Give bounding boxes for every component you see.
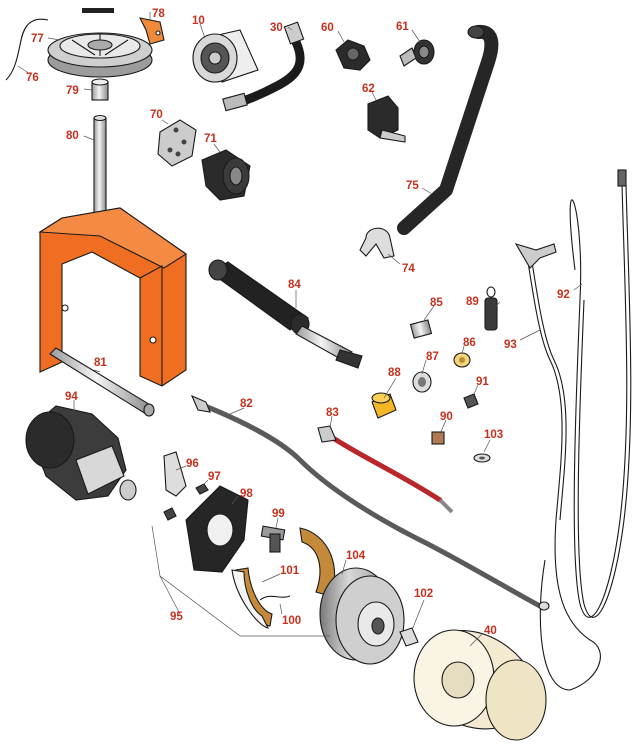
callout-83: 83 [326, 407, 339, 419]
part-100-spring [259, 595, 291, 601]
callout-80: 80 [66, 130, 79, 142]
callout-84: 84 [288, 279, 301, 291]
part-40-wheel-rim [413, 629, 547, 741]
callout-94: 94 [65, 391, 78, 403]
part-77-pulley [47, 8, 153, 78]
callout-79: 79 [66, 85, 79, 97]
callout-77: 77 [31, 33, 44, 45]
part-62-relay [367, 95, 406, 143]
part-70-plate [157, 119, 197, 167]
part-98-backing-plate [185, 485, 249, 573]
callout-100: 100 [282, 615, 301, 627]
callout-10: 10 [192, 15, 205, 27]
part-92-cable [569, 169, 632, 618]
callout-95: 95 [170, 611, 183, 623]
callout-75: 75 [406, 180, 419, 192]
part-85-bushing [409, 319, 433, 339]
assembly-95-bracket [151, 525, 330, 637]
callout-93: 93 [504, 339, 517, 351]
callout-60: 60 [321, 22, 334, 34]
part-10-filter [192, 29, 259, 83]
callout-74: 74 [402, 263, 415, 275]
part-93-cable [514, 243, 601, 691]
callout-61: 61 [396, 21, 409, 33]
callout-101: 101 [280, 565, 300, 577]
part-78-bracket [139, 17, 165, 45]
part-104-brake-drum [319, 567, 405, 665]
part-94-wheel-motor [25, 405, 137, 501]
part-86-bushing [453, 352, 471, 368]
part-88-bushing [371, 392, 397, 419]
part-83-cable [317, 425, 454, 514]
part-101-brake-shoe [231, 527, 336, 629]
part-96-bracket [163, 451, 187, 497]
part-60-cap [335, 39, 371, 71]
part-84-hydraulic-cylinder [208, 259, 363, 369]
callout-71: 71 [204, 133, 217, 145]
callout-89: 89 [466, 296, 479, 308]
part-61-key-switch [399, 39, 435, 67]
part-82-cable [190, 394, 550, 611]
part-81-rod [49, 347, 155, 417]
orange-steering-frame [38, 207, 187, 387]
callout-62: 62 [362, 83, 375, 95]
callout-96: 96 [186, 458, 199, 470]
callout-30: 30 [270, 22, 283, 34]
part-87-washer [412, 371, 432, 393]
part-79-bushing [91, 78, 109, 101]
callout-78: 78 [152, 8, 165, 20]
callout-82: 82 [240, 398, 253, 410]
callout-92: 92 [557, 289, 570, 301]
part-103-washer [473, 453, 491, 463]
part-97-screw [163, 483, 209, 521]
leader-lines [17, 12, 583, 647]
callout-88: 88 [388, 367, 401, 379]
part-74-clamp [359, 227, 395, 259]
callout-102: 102 [414, 588, 433, 600]
part-90-bushing [431, 431, 445, 445]
callout-81: 81 [94, 357, 107, 369]
part-76-wire [5, 18, 49, 81]
part-91-clip [463, 393, 479, 409]
part-75-pipe [397, 24, 499, 235]
part-89-spring [484, 286, 498, 331]
callout-99: 99 [272, 508, 285, 520]
part-102-stud [399, 627, 419, 647]
callout-97: 97 [208, 471, 221, 483]
callout-87: 87 [426, 351, 439, 363]
callout-104: 104 [346, 550, 366, 562]
callout-76: 76 [26, 72, 39, 84]
callout-103: 103 [484, 429, 503, 441]
callout-90: 90 [440, 411, 453, 423]
callout-86: 86 [463, 337, 476, 349]
callout-40: 40 [484, 625, 497, 637]
callout-labels: 77 78 76 79 10 30 60 61 62 70 71 80 75 7… [26, 8, 570, 637]
callout-70: 70 [150, 109, 163, 121]
part-99-pin [260, 525, 286, 553]
callout-85: 85 [430, 297, 443, 309]
callout-91: 91 [476, 376, 489, 388]
part-71-coupler [201, 149, 251, 201]
callout-98: 98 [240, 488, 253, 500]
